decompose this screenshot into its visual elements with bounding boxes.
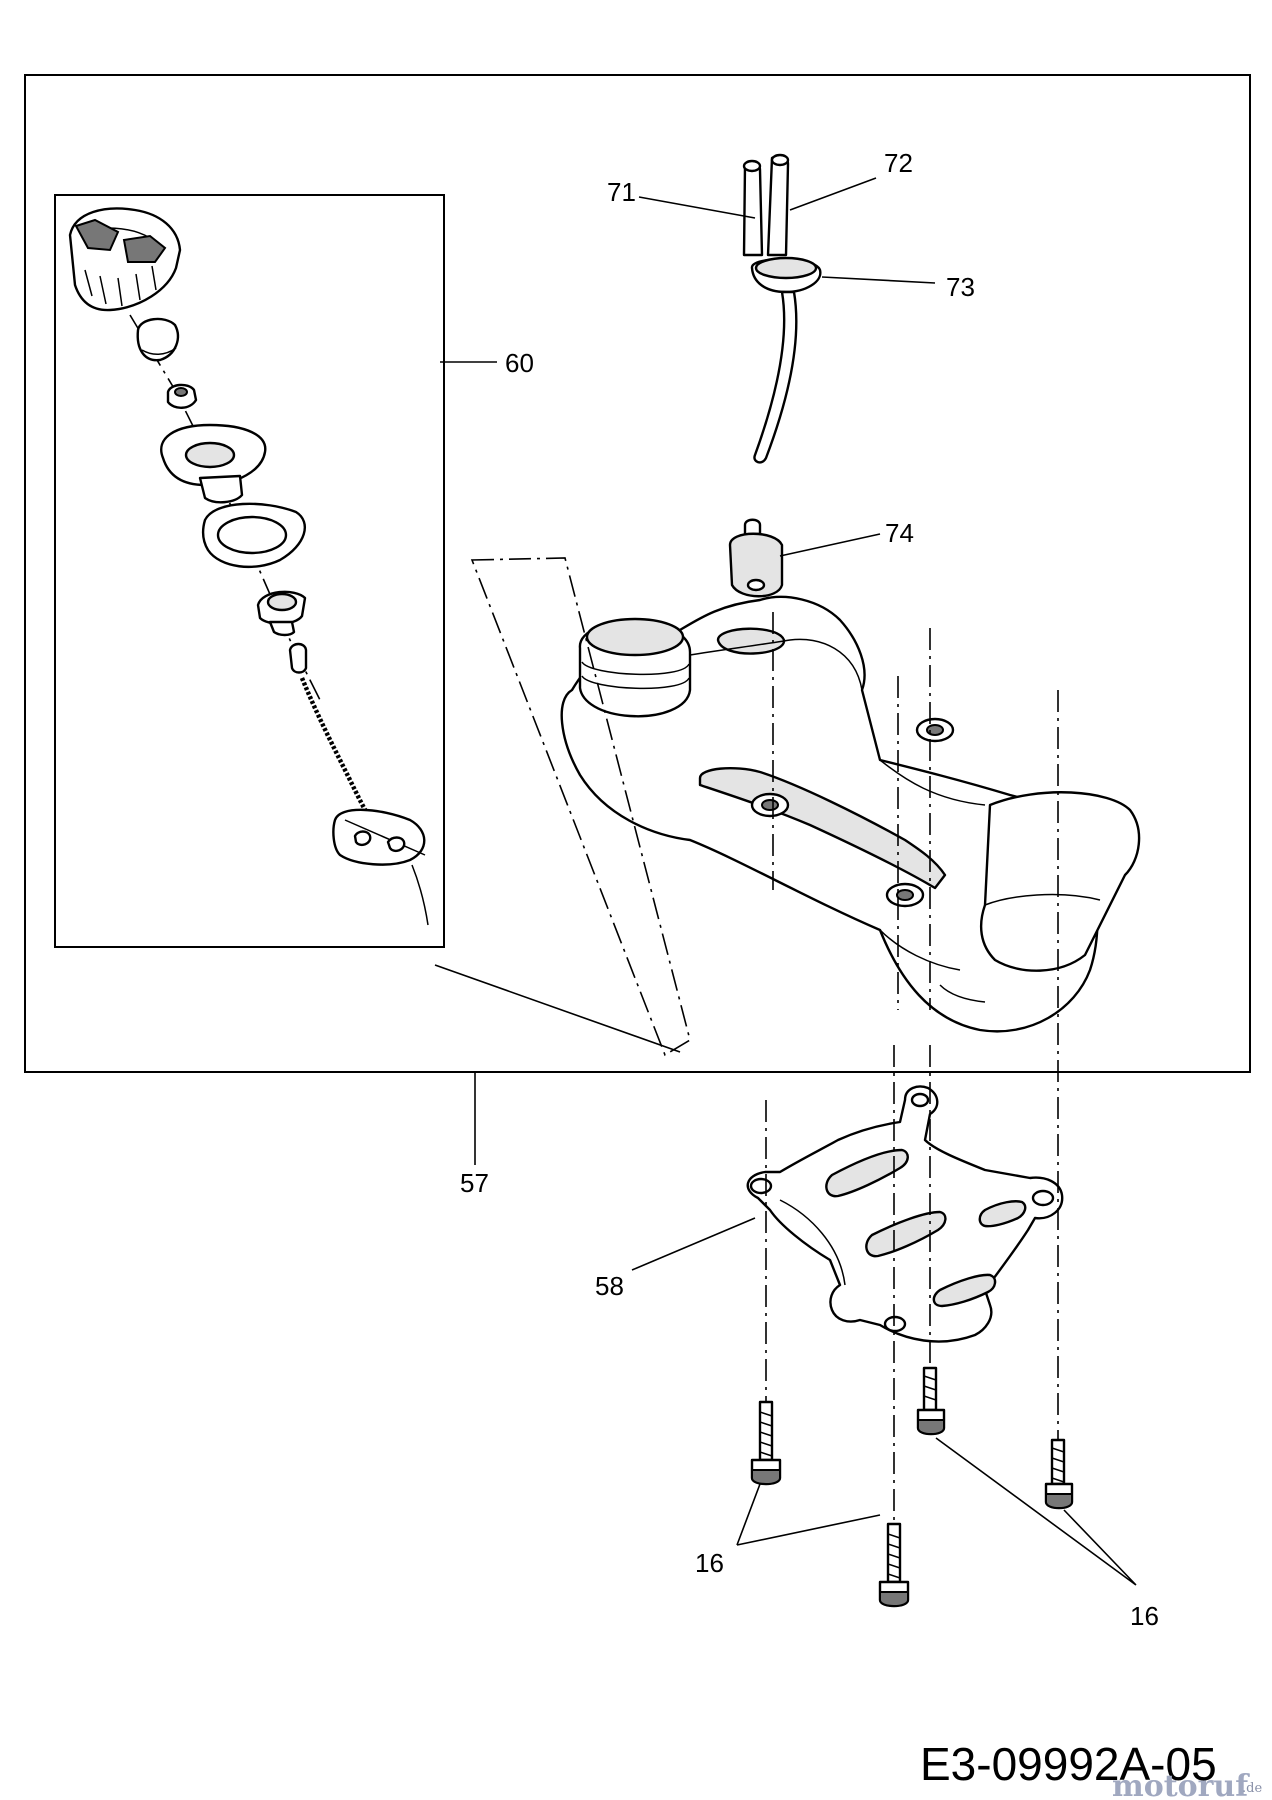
watermark-suffix: .de xyxy=(1242,1781,1262,1796)
label-16-left: 16 xyxy=(695,1548,724,1578)
tank-bracket xyxy=(746,1085,1064,1343)
drawing-code: E3-09992A-05 xyxy=(920,1738,1217,1790)
label-16-right: 16 xyxy=(1130,1601,1159,1631)
leader-lines xyxy=(434,177,1137,1586)
screw-2 xyxy=(878,1522,910,1608)
alignment-lines xyxy=(470,557,1059,1520)
watermark-logo: motoruf xyxy=(1112,1769,1250,1800)
label-60: 60 xyxy=(505,348,534,378)
screw-1 xyxy=(750,1400,782,1486)
fuel-lines xyxy=(742,153,822,464)
fuel-tank xyxy=(560,595,1141,1033)
label-73: 73 xyxy=(946,272,975,302)
screws xyxy=(750,1366,1074,1608)
label-71: 71 xyxy=(607,177,636,207)
label-57: 57 xyxy=(460,1168,489,1198)
label-58: 58 xyxy=(595,1271,624,1301)
assembly-frame xyxy=(24,74,1251,1073)
screw-3 xyxy=(916,1366,946,1436)
screw-4 xyxy=(1044,1438,1074,1510)
label-74: 74 xyxy=(885,518,914,548)
cap-detail-frame xyxy=(54,194,445,948)
label-72: 72 xyxy=(884,148,913,178)
fuel-filter xyxy=(728,518,784,598)
fuel-cap-assembly xyxy=(68,207,429,926)
